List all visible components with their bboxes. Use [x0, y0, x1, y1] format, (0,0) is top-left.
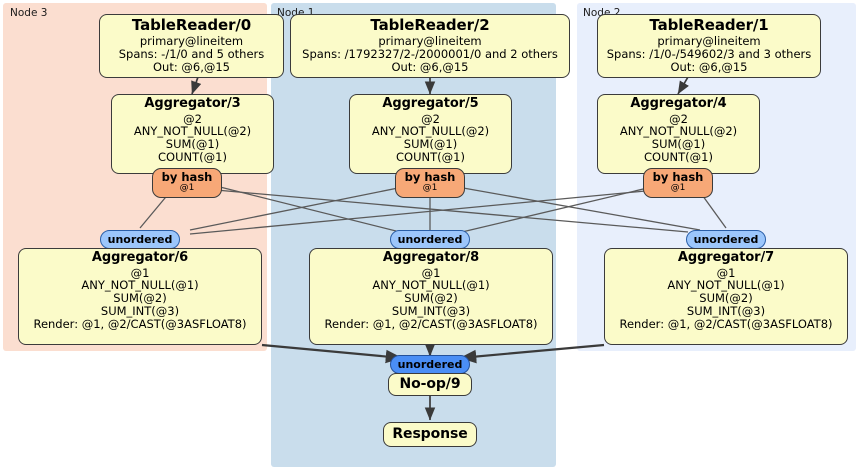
box-title: TableReader/2 — [370, 16, 490, 34]
box-line: @2 — [669, 111, 688, 126]
box-line: SUM(@1) — [403, 137, 458, 152]
router-label: by hash — [161, 170, 213, 184]
box-line: COUNT(@1) — [396, 150, 465, 165]
aggregator-box-node1[interactable]: Aggregator/5 @2 ANY_NOT_NULL(@2) SUM(@1)… — [349, 94, 512, 174]
oval-label: unordered — [693, 233, 759, 246]
box-title: Aggregator/3 — [144, 96, 241, 111]
box-line: SUM_INT(@3) — [100, 304, 180, 319]
box-title: Aggregator/6 — [91, 250, 189, 265]
response-box[interactable]: Response — [383, 422, 477, 447]
router-sublabel: @1 — [179, 182, 195, 193]
box-line: Out: @6,@15 — [391, 59, 469, 74]
box-line: Render: @1, @2/CAST(@3ASFLOAT8) — [324, 317, 538, 332]
box-line: SUM(@1) — [651, 137, 706, 152]
oval-label: unordered — [107, 233, 173, 246]
box-title: Response — [392, 426, 468, 442]
box-line: SUM(@2) — [699, 291, 753, 306]
box-line: @1 — [716, 265, 736, 280]
box-title: TableReader/1 — [649, 16, 769, 34]
box-line: ANY_NOT_NULL(@2) — [133, 124, 252, 139]
box-line: Render: @1, @2/CAST(@3ASFLOAT8) — [619, 317, 833, 332]
aggregator-box-node2[interactable]: Aggregator/4 @2 ANY_NOT_NULL(@2) SUM(@1)… — [597, 94, 760, 174]
box-line: ANY_NOT_NULL(@2) — [619, 124, 738, 139]
box-line: SUM_INT(@3) — [391, 304, 471, 319]
box-title: TableReader/0 — [131, 16, 252, 34]
final-aggregator-box-node1[interactable]: Aggregator/8 @1 ANY_NOT_NULL(@1) SUM(@2)… — [309, 248, 553, 345]
box-line: primary@lineitem — [378, 33, 482, 48]
unordered-receiver-node1[interactable]: unordered — [390, 230, 470, 249]
box-line: @2 — [183, 111, 202, 126]
box-line: @1 — [421, 265, 441, 280]
box-title: Aggregator/8 — [382, 250, 480, 265]
box-line: SUM(@2) — [404, 291, 458, 306]
table-reader-box-node1[interactable]: TableReader/2 primary@lineitem Spans: /1… — [290, 14, 570, 78]
oval-label: unordered — [397, 233, 463, 246]
box-line: SUM(@2) — [113, 291, 167, 306]
box-line: Render: @1, @2/CAST(@3ASFLOAT8) — [33, 317, 247, 332]
oval-label: unordered — [397, 358, 463, 371]
hash-router-node1[interactable]: by hash @1 — [395, 168, 465, 198]
final-aggregator-box-node2[interactable]: Aggregator/7 @1 ANY_NOT_NULL(@1) SUM(@2)… — [604, 248, 848, 345]
box-line: ANY_NOT_NULL(@1) — [372, 278, 490, 293]
box-line: Out: @6,@15 — [153, 59, 230, 74]
router-label: by hash — [404, 170, 456, 184]
box-line: SUM(@1) — [165, 137, 220, 152]
box-line: COUNT(@1) — [644, 150, 713, 165]
aggregator-box-node3[interactable]: Aggregator/3 @2 ANY_NOT_NULL(@2) SUM(@1)… — [111, 94, 274, 174]
box-title: Aggregator/5 — [382, 96, 479, 111]
hash-router-node2[interactable]: by hash @1 — [643, 168, 713, 198]
noop-box[interactable]: No-op/9 — [388, 373, 472, 396]
box-line: Spans: /1/0-/549602/3 and 3 others — [606, 46, 812, 61]
table-reader-box-node2[interactable]: TableReader/1 primary@lineitem Spans: /1… — [597, 14, 821, 78]
box-line: @2 — [421, 111, 440, 126]
unordered-receiver-node2[interactable]: unordered — [686, 230, 766, 249]
box-title: Aggregator/7 — [677, 250, 775, 265]
box-line: primary@lineitem — [139, 33, 244, 48]
box-line: Out: @6,@15 — [670, 59, 748, 74]
node-label-node3: Node 3 — [10, 7, 48, 19]
box-line: ANY_NOT_NULL(@2) — [371, 124, 490, 139]
box-line: COUNT(@1) — [158, 150, 227, 165]
box-line: ANY_NOT_NULL(@1) — [667, 278, 785, 293]
router-sublabel: @1 — [422, 182, 438, 193]
box-line: @1 — [130, 265, 150, 280]
box-title: No-op/9 — [399, 376, 461, 392]
box-title: Aggregator/4 — [630, 96, 727, 111]
box-line: primary@lineitem — [657, 33, 761, 48]
final-aggregator-box-node3[interactable]: Aggregator/6 @1 ANY_NOT_NULL(@1) SUM(@2)… — [18, 248, 262, 345]
box-line: Spans: /1792327/2-/2000001/0 and 2 other… — [302, 46, 558, 61]
box-line: ANY_NOT_NULL(@1) — [81, 278, 199, 293]
box-line: Spans: -/1/0 and 5 others — [118, 46, 265, 61]
router-label: by hash — [652, 170, 704, 184]
router-sublabel: @1 — [670, 182, 686, 193]
box-line: SUM_INT(@3) — [686, 304, 766, 319]
table-reader-box-node3[interactable]: TableReader/0 primary@lineitem Spans: -/… — [99, 14, 284, 78]
unordered-receiver-node3[interactable]: unordered — [100, 230, 180, 249]
unordered-gather[interactable]: unordered — [390, 355, 470, 374]
hash-router-node3[interactable]: by hash @1 — [152, 168, 222, 198]
